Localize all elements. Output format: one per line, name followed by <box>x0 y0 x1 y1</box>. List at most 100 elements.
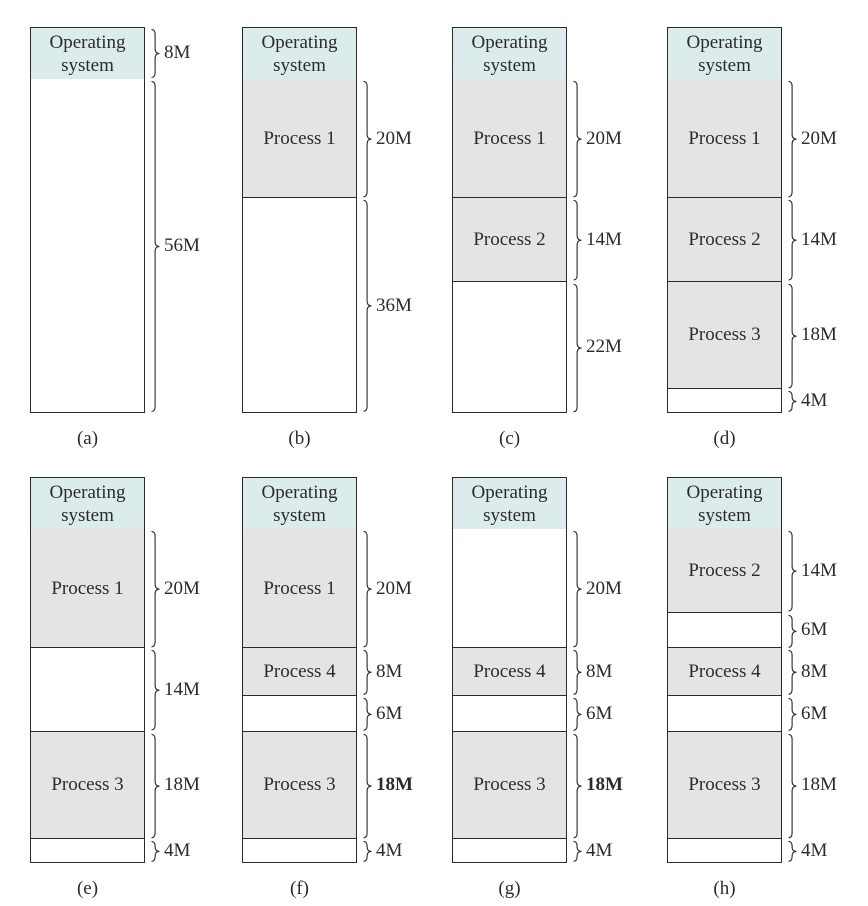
size-label: 20M <box>586 577 622 599</box>
size-brace <box>363 81 372 198</box>
size-label: 8M <box>376 661 403 683</box>
size-brace <box>788 81 797 198</box>
size-brace <box>151 733 160 839</box>
size-label: 18M <box>801 774 837 796</box>
process-block: Process 2 <box>667 198 782 282</box>
os-block: Operating system <box>452 27 567 80</box>
size-label: 8M <box>586 661 613 683</box>
os-block: Operating system <box>242 477 357 530</box>
size-brace <box>573 200 582 281</box>
size-brace <box>573 650 582 696</box>
os-block: Operating system <box>452 477 567 530</box>
process-block: Process 3 <box>667 281 782 390</box>
diagram-caption: (h) <box>713 878 736 899</box>
size-label: 14M <box>164 679 200 701</box>
size-label: 4M <box>164 840 191 862</box>
process-block: Process 3 <box>667 731 782 840</box>
process-block: Process 4 <box>242 648 357 696</box>
diagram-caption: (b) <box>288 428 311 449</box>
size-brace <box>151 29 160 79</box>
size-label: 20M <box>801 127 837 149</box>
size-brace <box>573 841 582 863</box>
free-block <box>242 839 357 863</box>
process-block: Process 1 <box>30 529 145 649</box>
size-label: 18M <box>164 774 200 796</box>
size-brace <box>363 733 372 839</box>
diagram-caption: (a) <box>76 428 99 449</box>
size-label: 6M <box>376 702 403 724</box>
size-label: 56M <box>164 235 200 256</box>
size-brace <box>788 614 797 648</box>
size-label: 22M <box>586 336 622 358</box>
size-label: 18M <box>801 324 837 346</box>
free-block <box>452 839 567 863</box>
process-block: Process 1 <box>667 79 782 199</box>
size-brace <box>788 531 797 612</box>
size-brace <box>573 531 582 648</box>
size-label: 36M <box>376 294 412 316</box>
os-block: Operating system <box>30 477 145 530</box>
diagram-caption: (c) <box>498 428 521 449</box>
size-label: 14M <box>586 229 622 251</box>
size-brace <box>788 841 797 863</box>
diagram-caption: (g) <box>498 878 521 899</box>
size-brace <box>363 531 372 648</box>
size-brace <box>788 733 797 839</box>
process-block: Process 3 <box>242 731 357 840</box>
size-brace <box>573 698 582 731</box>
size-brace <box>151 650 160 731</box>
free-block <box>242 198 357 413</box>
process-block: Process 1 <box>242 79 357 199</box>
size-label: 4M <box>801 840 828 862</box>
free-block <box>30 839 145 863</box>
size-label: 6M <box>586 702 613 724</box>
free-block <box>667 839 782 863</box>
size-brace <box>573 733 582 839</box>
size-brace <box>573 283 582 413</box>
process-block: Process 1 <box>242 529 357 649</box>
size-label: 14M <box>801 229 837 251</box>
os-block: Operating system <box>242 27 357 80</box>
size-label: 8M <box>801 661 828 683</box>
size-label: 4M <box>376 840 403 862</box>
free-block <box>452 529 567 649</box>
size-brace <box>788 698 797 731</box>
process-block: Process 3 <box>30 731 145 840</box>
size-brace <box>788 283 797 389</box>
free-block <box>30 648 145 732</box>
os-block: Operating system <box>667 27 782 80</box>
size-brace <box>788 650 797 696</box>
free-block <box>242 696 357 732</box>
size-label: 6M <box>801 619 828 641</box>
size-brace <box>363 698 372 731</box>
size-label: 18M <box>586 774 623 796</box>
size-label: 20M <box>586 127 622 149</box>
diagram-caption: (d) <box>713 428 736 449</box>
process-block: Process 2 <box>452 198 567 282</box>
size-label: 20M <box>376 577 412 599</box>
size-label: 8M <box>164 42 191 63</box>
diagram-caption: (e) <box>76 878 99 899</box>
process-block: Process 4 <box>452 648 567 696</box>
diagram-caption: (f) <box>290 878 309 899</box>
free-block <box>30 79 145 413</box>
os-block: Operating system <box>30 27 145 80</box>
free-block <box>452 281 567 413</box>
os-block: Operating system <box>667 477 782 530</box>
size-label: 4M <box>801 390 828 412</box>
size-label: 6M <box>801 702 828 724</box>
process-block: Process 2 <box>667 529 782 613</box>
free-block <box>667 696 782 732</box>
size-label: 20M <box>376 127 412 149</box>
size-brace <box>788 391 797 413</box>
process-block: Process 3 <box>452 731 567 840</box>
size-label: 18M <box>376 774 413 796</box>
size-label: 4M <box>586 840 613 862</box>
size-label: 14M <box>801 559 837 581</box>
size-brace <box>573 81 582 198</box>
size-brace <box>151 841 160 863</box>
free-block <box>452 696 567 732</box>
free-block <box>667 612 782 649</box>
size-brace <box>363 841 372 863</box>
